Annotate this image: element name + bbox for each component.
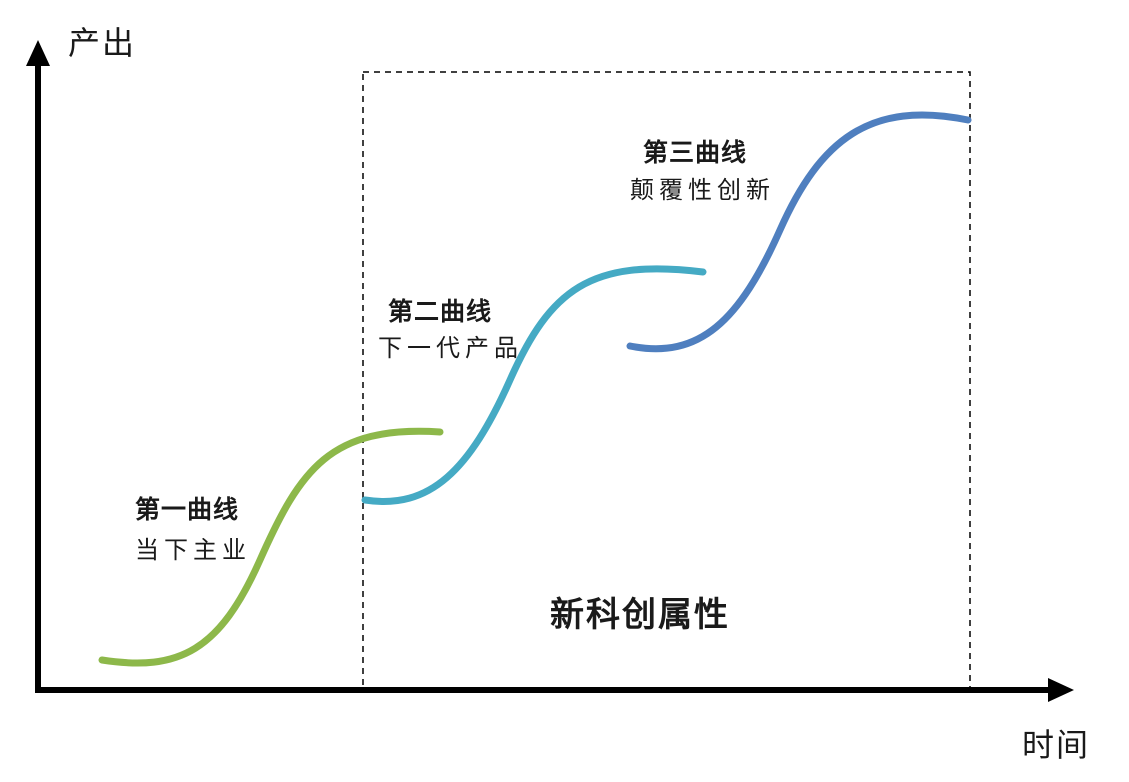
x-axis-arrow — [1048, 678, 1074, 702]
second-curve-title: 第二曲线 — [388, 297, 493, 326]
region-label: 新科创属性 — [550, 595, 730, 635]
y-axis-label: 产出 — [68, 24, 137, 62]
first-curve — [98, 427, 444, 667]
second-curve-subtitle: 下一代产品 — [378, 334, 523, 362]
first-curve-subtitle: 当下主业 — [135, 536, 251, 564]
second-curve — [361, 265, 707, 505]
innovation-region-box — [362, 71, 971, 691]
first-curve-title: 第一曲线 — [135, 495, 240, 524]
third-curve-title: 第三曲线 — [643, 138, 748, 167]
x-axis-label: 时间 — [1022, 726, 1091, 764]
third-curve-subtitle: 颠覆性创新 — [630, 176, 775, 204]
third-curve — [626, 111, 972, 353]
y-axis-arrow — [26, 40, 50, 66]
